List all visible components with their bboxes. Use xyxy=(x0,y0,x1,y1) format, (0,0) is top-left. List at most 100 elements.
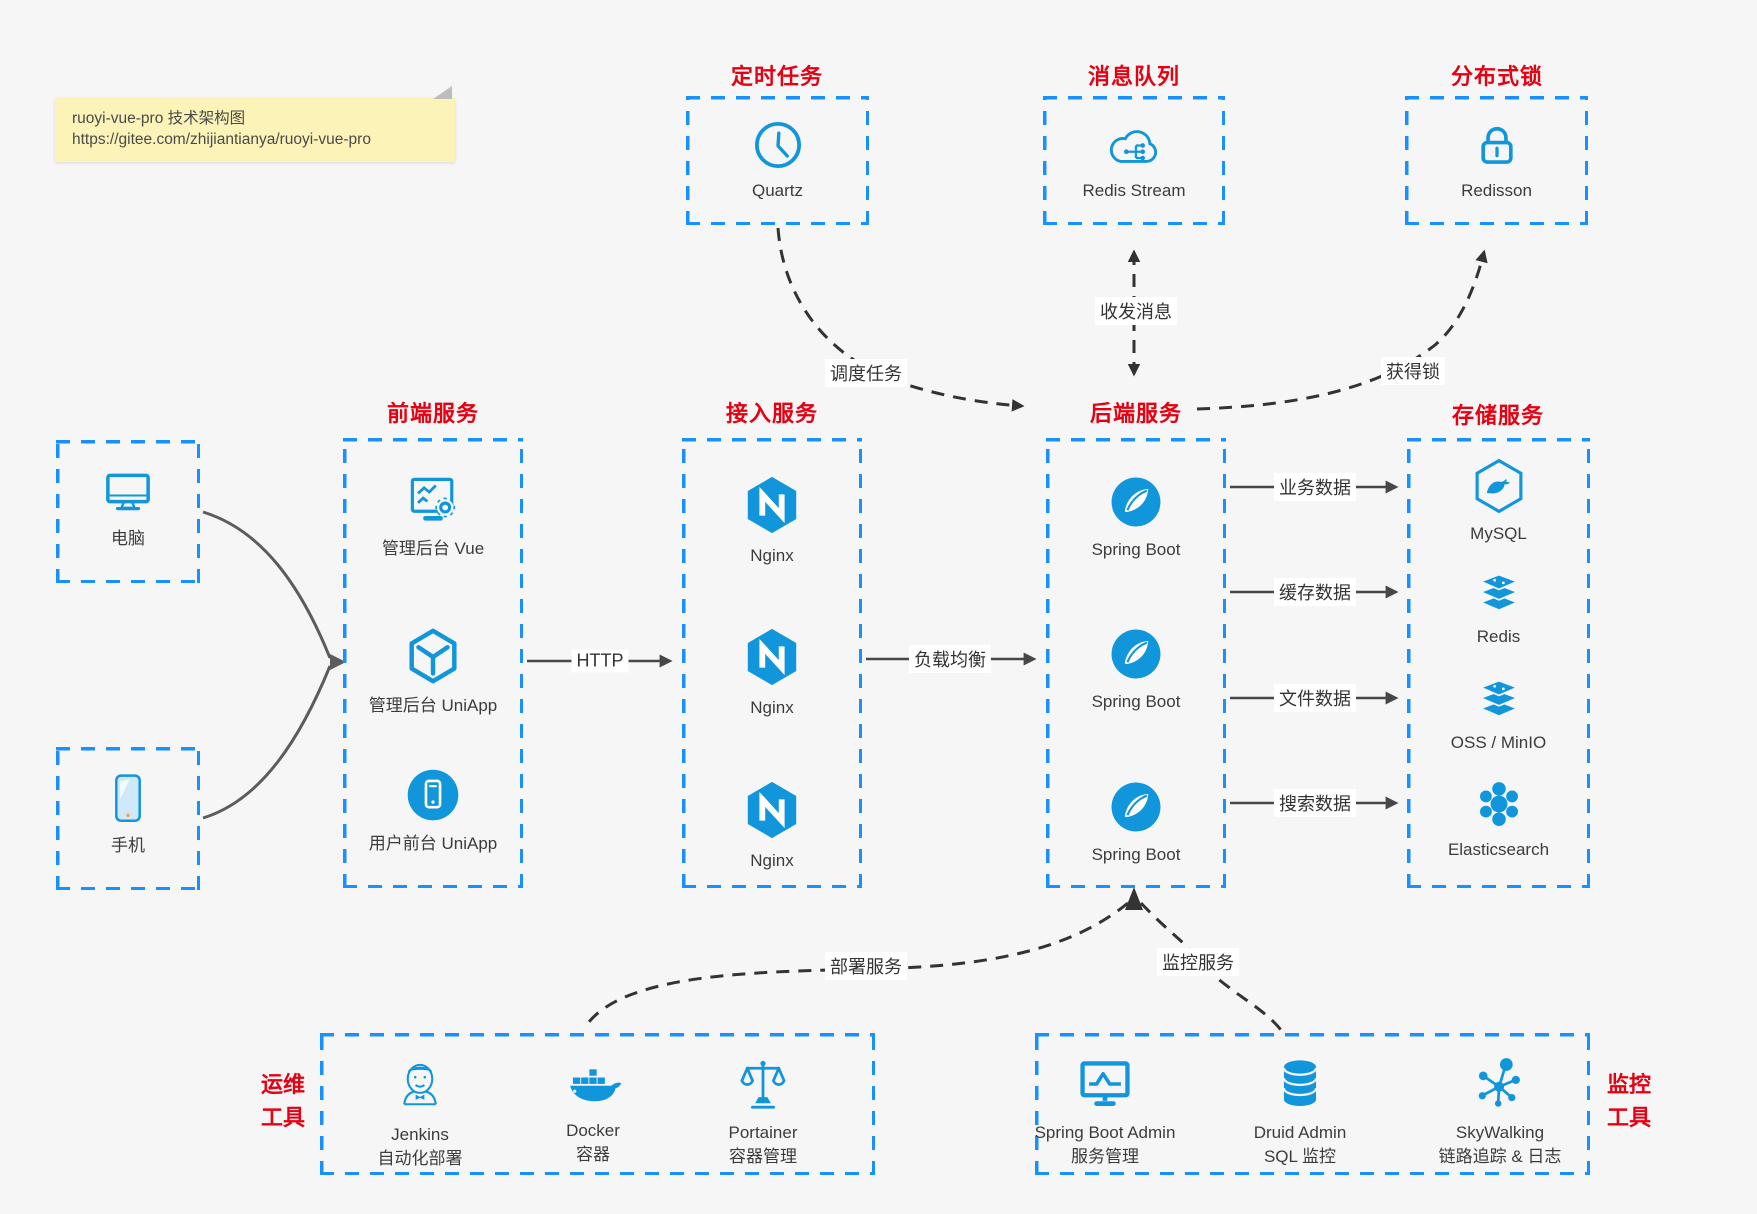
clock-icon xyxy=(754,122,801,168)
clients-arrowhead xyxy=(330,654,346,670)
box-backend: Spring Boot Spring Boot Spring Boot xyxy=(1046,438,1226,888)
node-label: Spring Boot Admin xyxy=(1034,1123,1176,1142)
cloud-share-icon xyxy=(1109,130,1158,163)
node-skywalking: SkyWalking 链路追踪 & 日志 xyxy=(1385,1055,1615,1169)
docker-icon xyxy=(566,1069,622,1102)
group-title-storage: 存储服务 xyxy=(1451,403,1545,428)
elasticsearch-icon xyxy=(1479,782,1518,826)
node-admin-uniapp: 管理后台 UniApp xyxy=(343,625,523,718)
node-redis-stream: Redis Stream xyxy=(1043,118,1225,203)
edge-label-acquire-lock: 获得锁 xyxy=(1381,357,1445,385)
nginx-icon xyxy=(747,476,797,534)
edge-label-send-receive-message: 收发消息 xyxy=(1095,297,1177,325)
node-label: Nginx xyxy=(750,698,794,717)
node-nginx-3: Nginx xyxy=(682,778,862,873)
node-label: SkyWalking xyxy=(1455,1123,1545,1142)
desktop-icon xyxy=(106,473,150,511)
edge-acquire-lock xyxy=(1196,249,1488,411)
devops-title-line2: 工具 xyxy=(260,1105,306,1130)
node-druid-admin: Druid Admin SQL 监控 xyxy=(1185,1055,1415,1169)
node-sublabel: 自动化部署 xyxy=(377,1149,463,1168)
node-label: OSS / MinIO xyxy=(1450,733,1547,752)
spring-icon xyxy=(1111,477,1161,527)
node-nginx-2: Nginx xyxy=(682,625,862,720)
mobile-icon xyxy=(115,774,141,823)
node-label: 管理后台 Vue xyxy=(381,539,485,558)
node-springboot-3: Spring Boot xyxy=(1046,778,1226,867)
skywalking-icon xyxy=(1478,1058,1520,1107)
sticky-note: ruoyi-vue-pro 技术架构图 https://gitee.com/zh… xyxy=(55,86,455,162)
node-label: Druid Admin xyxy=(1253,1123,1347,1142)
edge-monitor-service xyxy=(1139,901,1283,1031)
spring-icon xyxy=(1111,629,1161,679)
node-label: Portainer xyxy=(728,1123,798,1142)
backend-bottom-arrowhead xyxy=(1125,887,1143,910)
group-title-backend: 后端服务 xyxy=(1089,401,1183,426)
node-phone: 手机 xyxy=(56,771,200,858)
monitoring-title-line2: 工具 xyxy=(1606,1105,1652,1130)
edge-computer-to-frontend xyxy=(202,510,332,659)
node-docker: Docker 容器 xyxy=(478,1055,708,1167)
node-label: Jenkins xyxy=(391,1125,449,1144)
node-portainer: Portainer 容器管理 xyxy=(648,1055,878,1169)
box-monitoring: Spring Boot Admin 服务管理 Druid Admin SQL 监… xyxy=(1035,1033,1590,1175)
nginx-icon xyxy=(747,628,797,686)
druid-icon xyxy=(1282,1060,1318,1106)
edge-phone-to-frontend xyxy=(202,665,332,820)
edge-label-search-data: 搜索数据 xyxy=(1274,789,1356,817)
edge-label-monitor-service: 监控服务 xyxy=(1157,948,1239,976)
node-elasticsearch: Elasticsearch xyxy=(1407,777,1590,862)
admin-vue-icon xyxy=(410,477,456,521)
note-fold-corner xyxy=(433,86,452,99)
edge-label-file-data: 文件数据 xyxy=(1274,684,1356,712)
node-oss-minio: OSS / MinIO xyxy=(1407,672,1590,755)
node-admin-vue: 管理后台 Vue xyxy=(343,470,523,561)
edge-label-http: HTTP xyxy=(571,649,629,673)
node-quartz: Quartz xyxy=(686,118,869,203)
node-label: Redisson xyxy=(1461,181,1532,200)
node-springboot-1: Spring Boot xyxy=(1046,473,1226,562)
node-label: Spring Boot xyxy=(1091,540,1181,559)
node-label: Elasticsearch xyxy=(1447,840,1550,859)
node-computer: 电脑 xyxy=(56,464,200,551)
box-frontend: 管理后台 Vue 管理后台 UniApp 用户前台 UniApp xyxy=(343,438,523,888)
node-spring-boot-admin: Spring Boot Admin 服务管理 xyxy=(990,1055,1220,1169)
node-sublabel: 容器管理 xyxy=(728,1147,797,1166)
monitoring-title-line1: 监控 xyxy=(1606,1072,1652,1097)
node-nginx-1: Nginx xyxy=(682,473,862,568)
group-title-scheduler: 定时任务 xyxy=(730,64,824,89)
node-label: MySQL xyxy=(1470,524,1527,543)
box-mq: Redis Stream xyxy=(1043,96,1225,225)
edge-label-schedule-task: 调度任务 xyxy=(825,359,907,387)
node-label: 用户前台 UniApp xyxy=(368,834,498,853)
group-title-gateway: 接入服务 xyxy=(725,401,819,426)
lock-icon xyxy=(1480,126,1513,164)
edge-label-load-balance: 负载均衡 xyxy=(909,645,991,673)
group-title-lock: 分布式锁 xyxy=(1450,64,1544,89)
box-phone: 手机 xyxy=(56,747,200,890)
node-sublabel: 容器 xyxy=(575,1145,610,1164)
sba-icon xyxy=(1080,1061,1130,1106)
box-storage: MySQL Redis OSS / Mi xyxy=(1407,438,1590,888)
group-title-frontend: 前端服务 xyxy=(386,401,480,426)
edge-label-business-data: 业务数据 xyxy=(1274,473,1356,501)
box-gateway: Nginx Nginx Nginx xyxy=(682,438,862,888)
portainer-icon xyxy=(740,1060,786,1109)
node-redisson: Redisson xyxy=(1405,118,1588,203)
node-label: 电脑 xyxy=(111,529,145,548)
node-label: Nginx xyxy=(750,851,794,870)
node-label: 管理后台 UniApp xyxy=(368,696,498,715)
group-title-devops: 运维 工具 xyxy=(261,1068,305,1134)
node-label: Docker xyxy=(566,1121,620,1140)
group-title-mq: 消息队列 xyxy=(1087,64,1181,89)
node-redis: Redis xyxy=(1407,566,1590,649)
storage-stack-icon xyxy=(1479,679,1518,718)
nginx-icon xyxy=(747,781,797,839)
node-label: Quartz xyxy=(751,181,804,200)
jenkins-icon xyxy=(403,1063,437,1106)
node-label: Redis Stream xyxy=(1082,181,1186,200)
uniapp-cube-icon xyxy=(409,628,457,684)
node-sublabel: 链路追踪 & 日志 xyxy=(1438,1147,1562,1166)
node-sublabel: 服务管理 xyxy=(1071,1147,1139,1166)
